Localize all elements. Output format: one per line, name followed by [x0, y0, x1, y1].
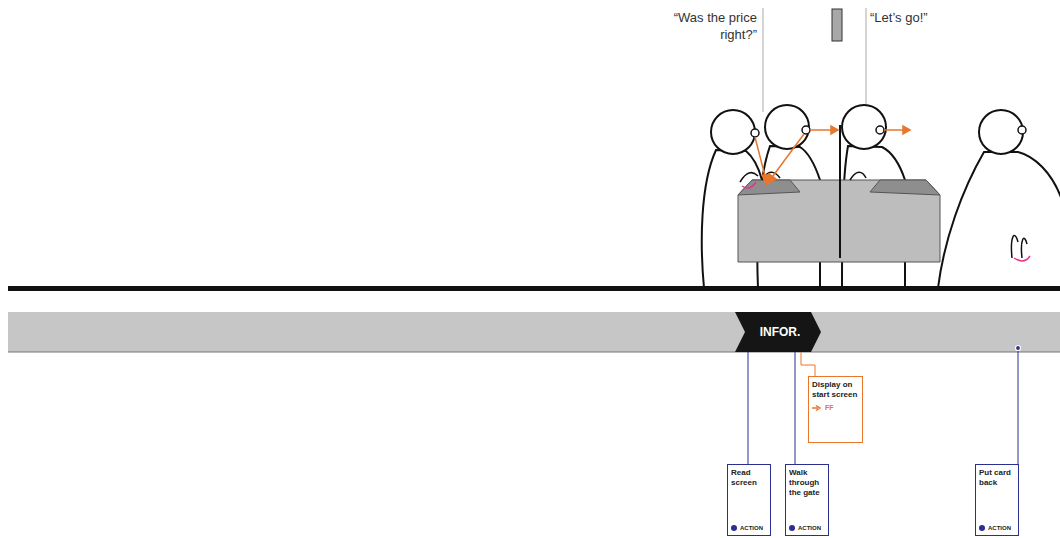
step-text: Read screen	[731, 468, 767, 488]
person-head	[765, 105, 809, 149]
leader-line	[866, 8, 867, 112]
dot-icon	[731, 525, 737, 531]
eye	[802, 126, 810, 134]
leader-line	[801, 348, 815, 376]
speech-quote: “Let’s go!”	[870, 9, 970, 26]
leader-line	[1018, 348, 1019, 464]
display-symbol	[832, 9, 842, 41]
ground-line	[8, 286, 1060, 291]
chevron-fill	[735, 312, 821, 352]
phase-band	[8, 312, 1060, 352]
action-tag: ACTION	[979, 525, 1011, 533]
gaze-line	[770, 134, 804, 180]
dot-icon	[979, 525, 985, 531]
band-edge	[8, 352, 1060, 353]
person-body	[938, 152, 1060, 288]
system-box: Display on start screenFF	[808, 376, 863, 443]
action-box: Put card backACTION	[975, 464, 1019, 536]
action-box: Walk through the gateACTION	[785, 464, 829, 536]
dot-symbol	[979, 525, 985, 531]
gate-divider	[839, 125, 841, 258]
eye	[876, 126, 884, 134]
marker-dot	[1016, 346, 1021, 351]
arrow-head	[831, 126, 838, 134]
gaze-arrows	[755, 126, 910, 184]
phase-chevron: INFOR.	[735, 312, 821, 352]
step-type: ACTION	[798, 525, 821, 533]
card	[742, 182, 756, 188]
gaze-line	[755, 137, 766, 180]
dot-symbol	[789, 525, 795, 531]
system-tag: FF	[812, 404, 859, 413]
step-text: Put card back	[979, 468, 1015, 488]
dot-icon	[789, 525, 795, 531]
leader-line	[763, 8, 764, 112]
person-eyes	[751, 126, 1026, 137]
eye	[751, 129, 759, 137]
person-figures	[702, 105, 1060, 288]
step-text: Display on start screen	[812, 380, 859, 400]
step-type: ACTION	[740, 525, 763, 533]
step-type: ACTION	[988, 525, 1011, 533]
person-head	[979, 110, 1023, 154]
leader-line	[795, 348, 796, 464]
action-tag: ACTION	[731, 525, 763, 533]
hands	[740, 172, 866, 182]
hands	[1011, 235, 1027, 258]
speech-quote: “Was the price right?”	[657, 9, 757, 43]
arrow-head	[903, 126, 910, 134]
person-head	[842, 105, 886, 149]
phase-name: INFOR.	[756, 325, 801, 339]
action-tag: ACTION	[789, 525, 821, 533]
person-head	[711, 110, 755, 154]
eye	[1018, 126, 1026, 134]
arrow-icon	[812, 405, 822, 411]
leader-line	[748, 348, 749, 464]
dot-symbol	[731, 525, 737, 531]
step-leaders	[748, 348, 1018, 464]
card	[1014, 256, 1030, 261]
arrow-head	[767, 174, 776, 184]
action-box: Read screenACTION	[727, 464, 771, 536]
step-text: Walk through the gate	[789, 468, 825, 498]
step-type: FF	[825, 404, 834, 413]
arrow-symbol	[812, 406, 820, 411]
